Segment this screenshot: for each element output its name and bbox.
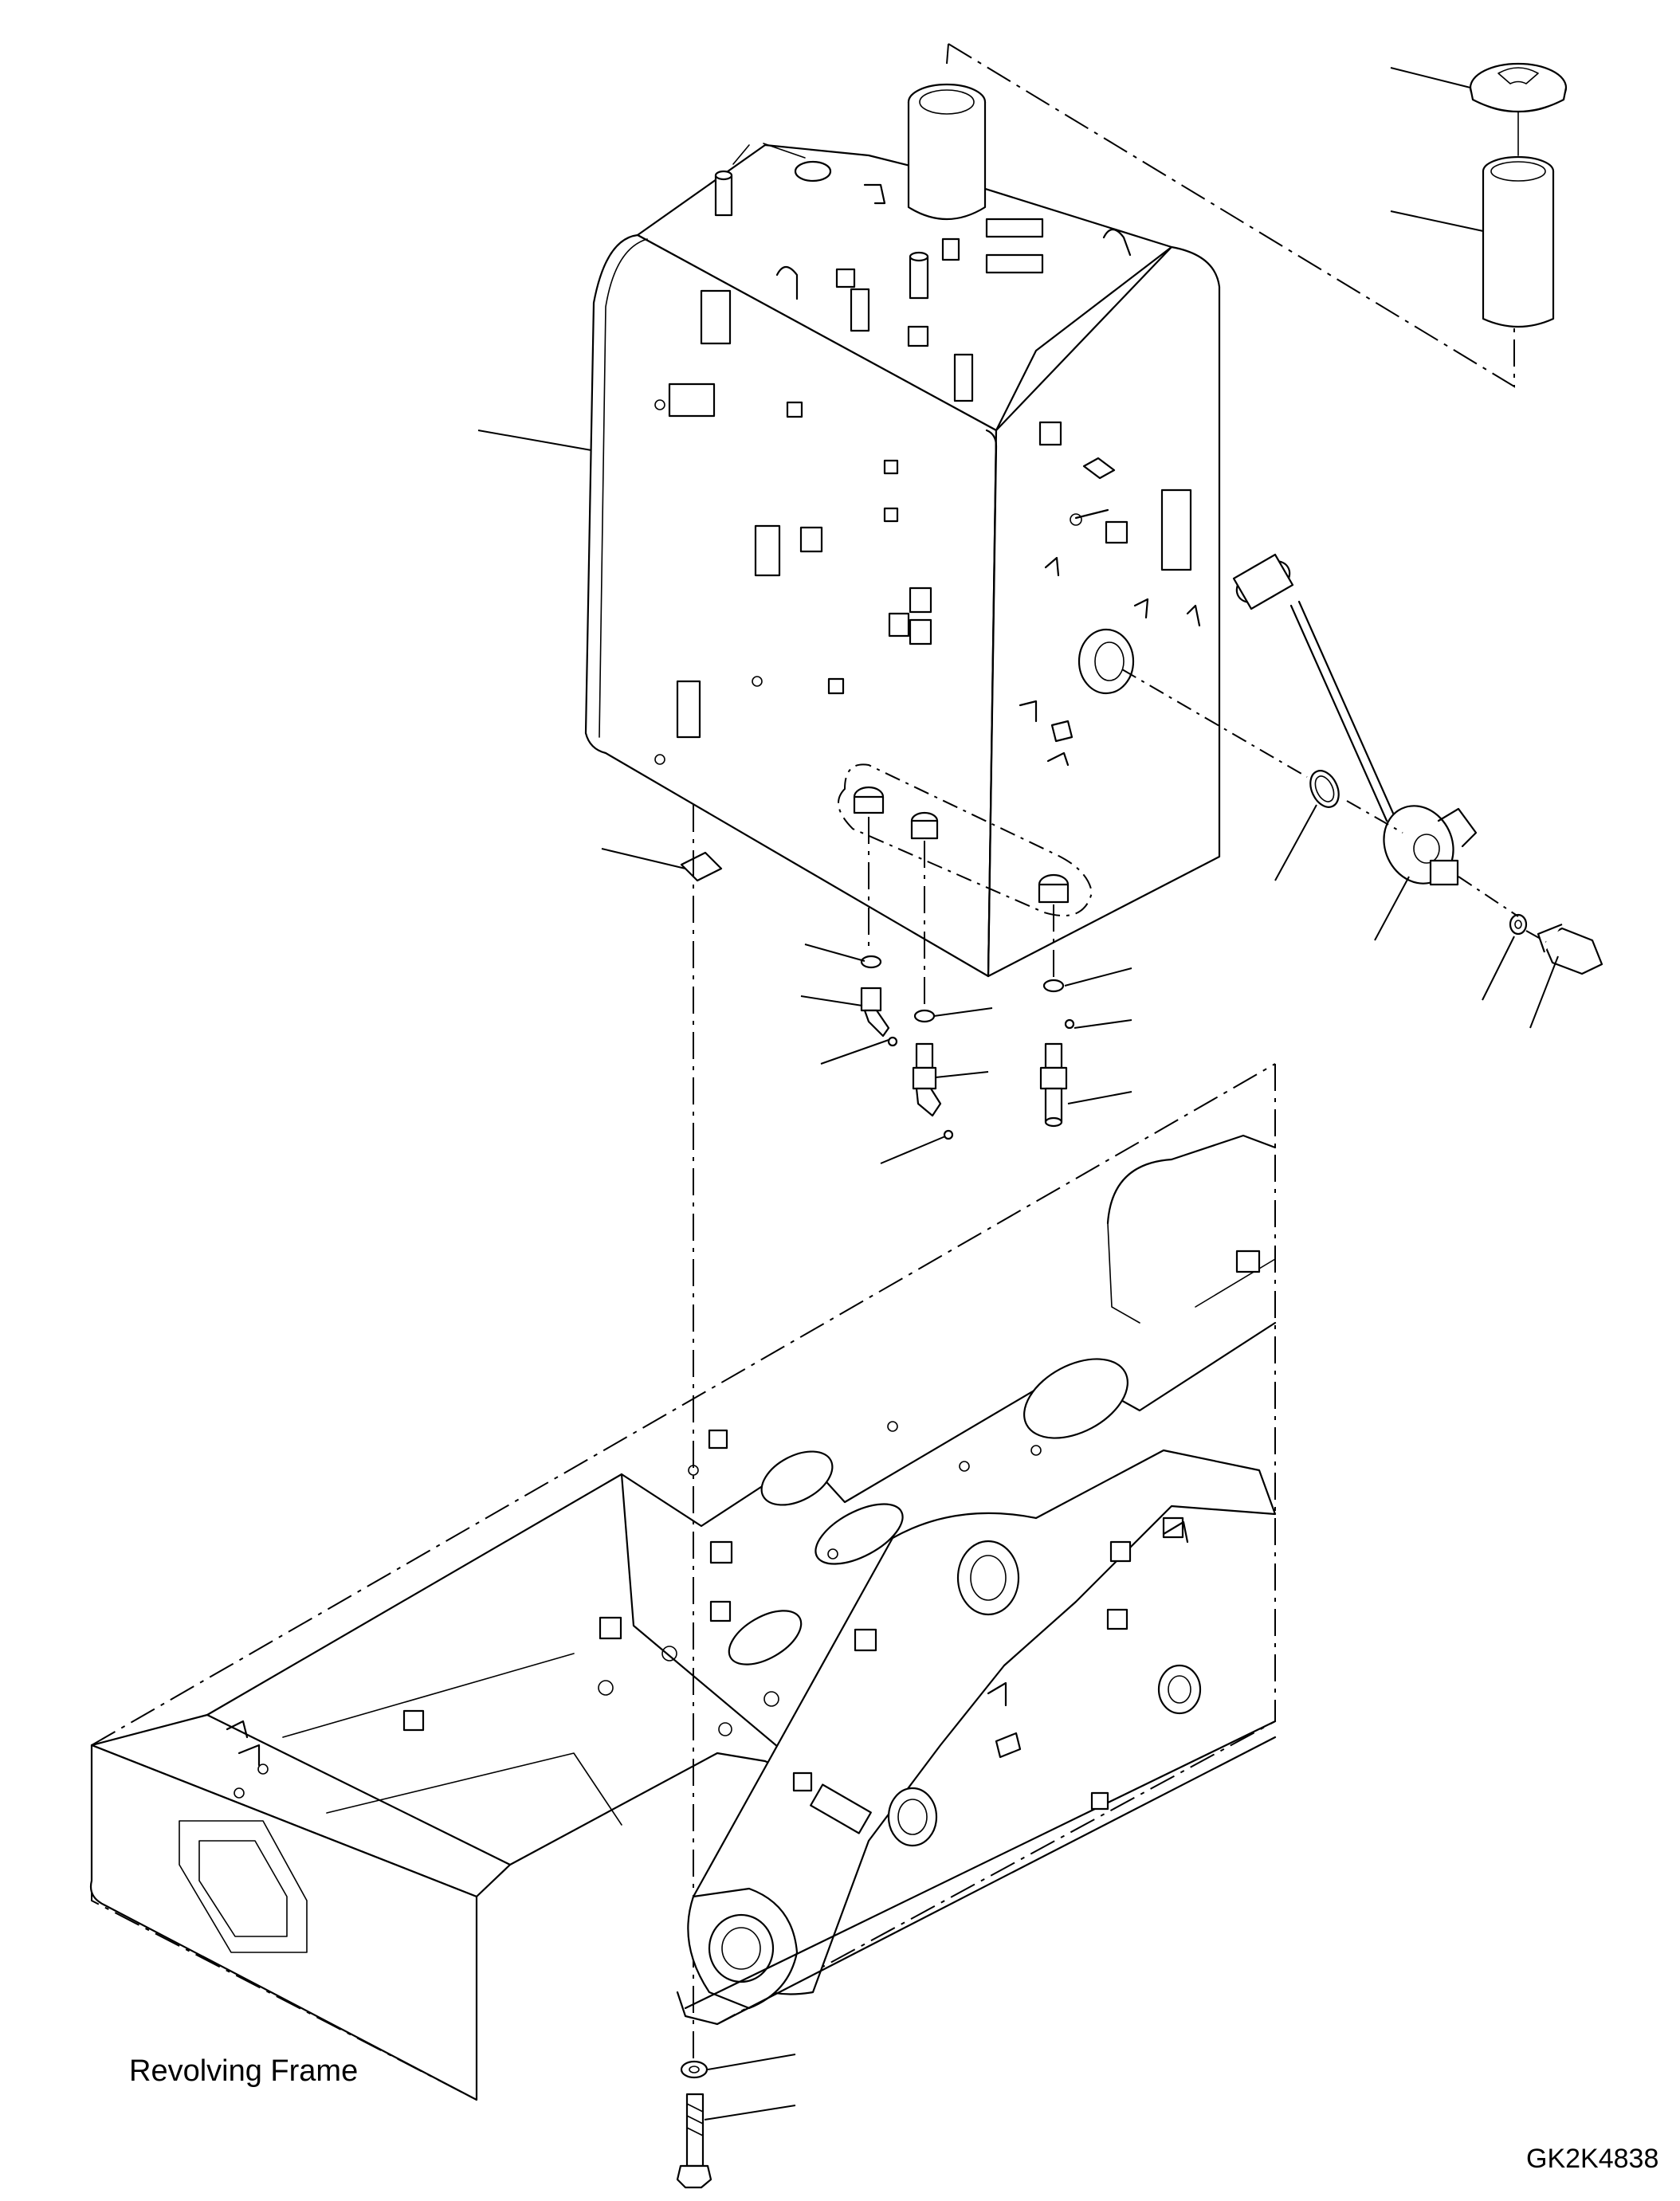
leader-tank [477,430,592,451]
revolving-frame [89,1063,1277,2101]
drain-fittings [800,817,1132,1164]
mount-bracket [680,851,723,882]
frame-mount-bolt [676,2060,712,2189]
fuel-level-gauge [1232,553,1478,886]
filler-cap [1469,62,1568,113]
gauge-washer [1509,913,1528,936]
filler-strainer [1482,155,1555,328]
tank-filler-neck [907,83,987,220]
gauge-bolt [1537,923,1603,975]
gauge-o-ring [1309,770,1340,808]
fuel-tank [584,83,1221,978]
revolving-frame-label: Revolving Frame [129,2054,359,2088]
figure-code: GK2K4838 [1526,2144,1659,2174]
